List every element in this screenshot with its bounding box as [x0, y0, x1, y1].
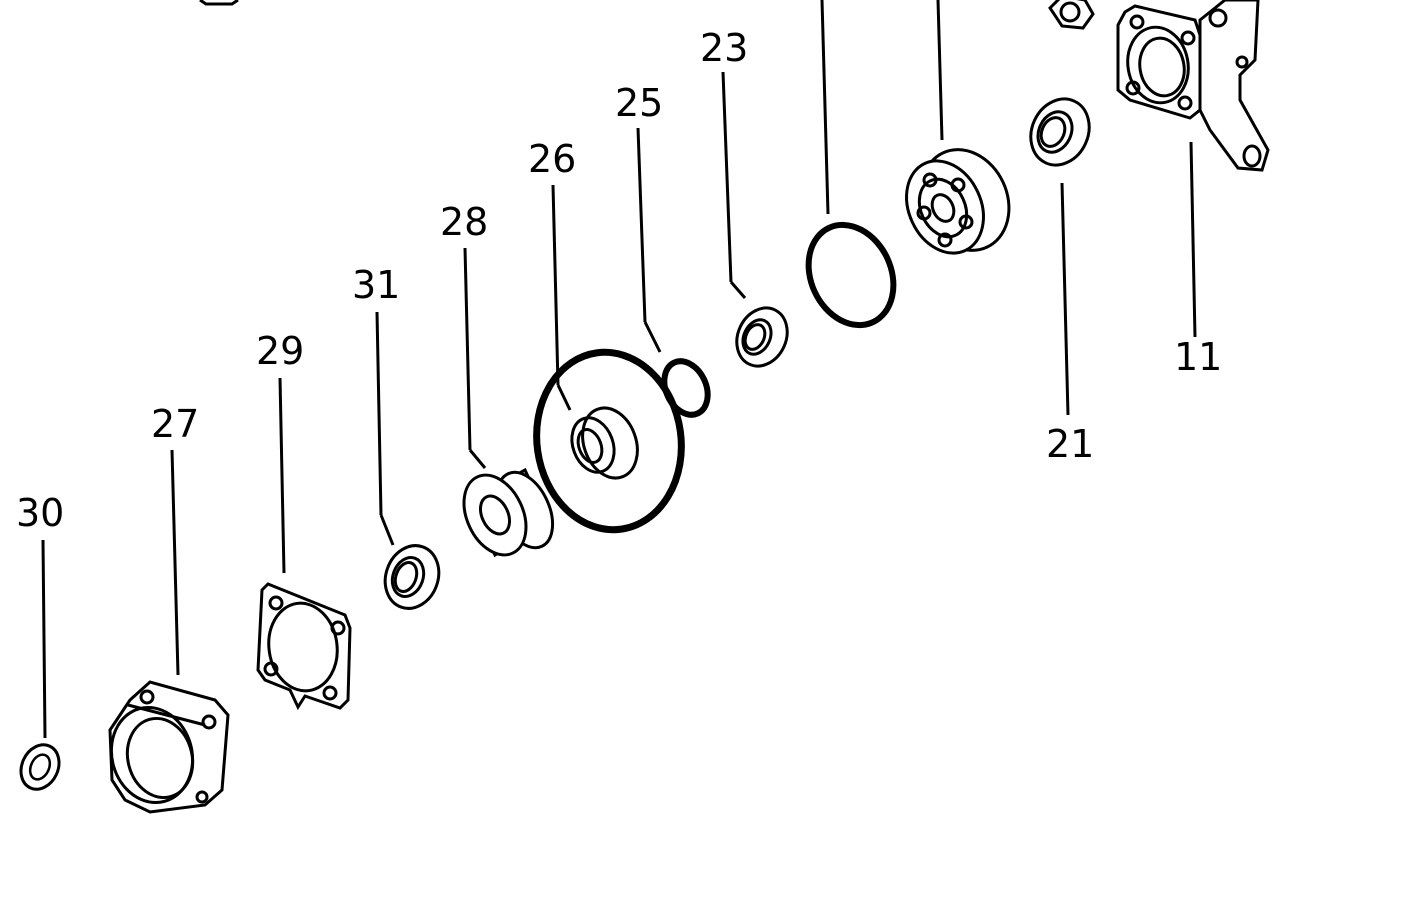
- leader-23-tail: [729, 281, 747, 299]
- part-21-seal: [1029, 97, 1091, 167]
- leader-30: [41, 539, 47, 739]
- part-28-bushing: [462, 467, 555, 558]
- leader-11: [1189, 141, 1197, 338]
- part-26-ring-bearing: [533, 348, 685, 534]
- leader-27: [170, 449, 180, 676]
- part-31-seal: [383, 544, 441, 610]
- part-30-washer: [19, 743, 61, 791]
- callout-23: 23: [700, 26, 748, 70]
- part-25-o-ring: [661, 358, 711, 418]
- callout-28: 28: [440, 200, 488, 244]
- callout-30: 30: [16, 491, 64, 535]
- part-29-gasket: [256, 582, 352, 711]
- leader-29: [278, 377, 286, 574]
- leader-31-tail: [379, 514, 395, 546]
- callout-27: 27: [151, 402, 199, 446]
- leader-25: [636, 127, 647, 323]
- leader-25-tail: [643, 321, 662, 353]
- leader-28-tail: [468, 449, 487, 469]
- part-ball-bearing: [905, 148, 1011, 255]
- leader-21: [1060, 182, 1070, 416]
- leader-26-tail: [556, 384, 572, 411]
- leader-31: [375, 311, 383, 516]
- callout-25: 25: [615, 81, 663, 125]
- callout-26: 26: [528, 137, 576, 181]
- part-11-bracket: [1116, 0, 1270, 172]
- part-large-o-ring: [805, 221, 897, 329]
- leader-26: [551, 184, 560, 386]
- part-23-seal: [735, 306, 789, 368]
- callout-29: 29: [256, 329, 304, 373]
- callout-11: 11: [1174, 335, 1222, 379]
- callout-21: 21: [1046, 422, 1094, 466]
- callout-31: 31: [352, 263, 400, 307]
- part-nut: [1048, 0, 1095, 30]
- leader-23: [721, 71, 733, 283]
- leader-top-b: [936, 0, 944, 141]
- part-27-housing: [108, 680, 230, 814]
- leader-28: [463, 247, 472, 451]
- leader-top-a: [820, 0, 830, 215]
- part-bolt-head: [199, 0, 239, 6]
